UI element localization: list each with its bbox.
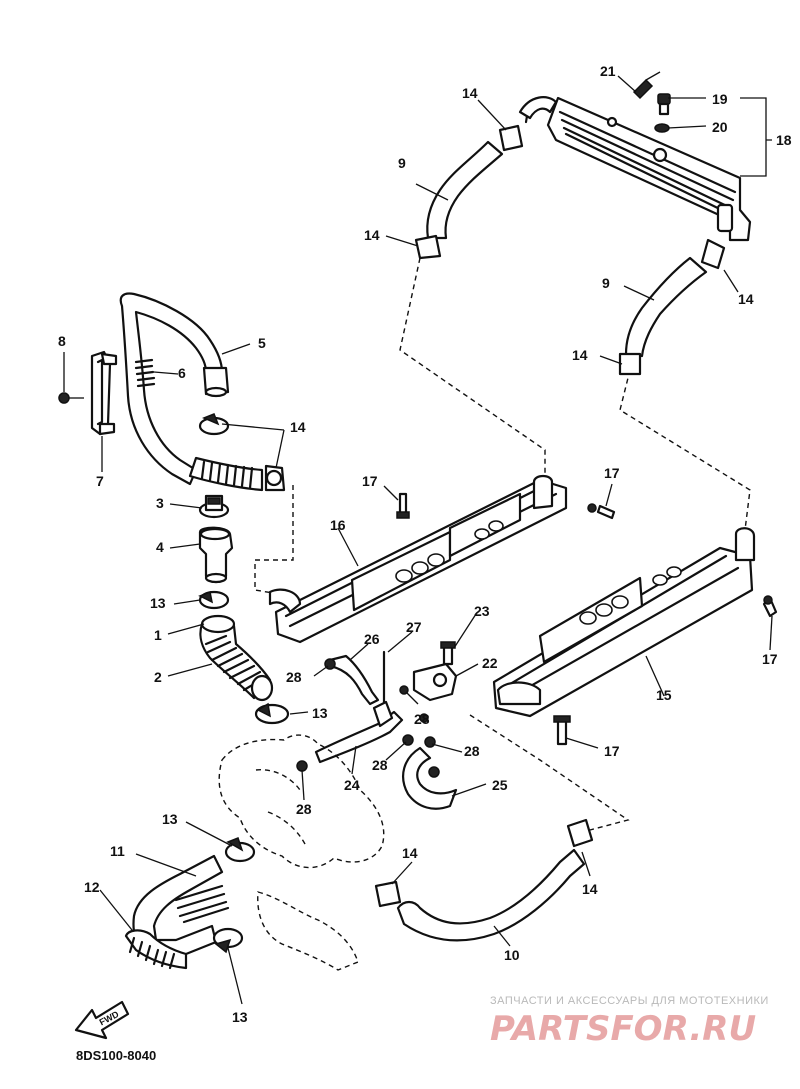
- callout-11: 11: [110, 843, 125, 859]
- hose-clamps-front[interactable]: [212, 837, 256, 954]
- callout-12: 12: [84, 879, 100, 895]
- callout-21: 21: [600, 63, 616, 79]
- callout-14-g: 14: [582, 881, 598, 897]
- watermark: ЗАПЧАСТИ И АКСЕССУАРЫ ДЛЯ МОТОТЕХНИКИ PA…: [490, 995, 769, 1049]
- callout-1: 1: [154, 627, 162, 643]
- coolant-hose-lower[interactable]: [199, 614, 274, 702]
- callout-23: 23: [474, 603, 490, 619]
- hose-clamp-lower[interactable]: [254, 702, 290, 725]
- callout-3: 3: [156, 495, 164, 511]
- callout-25: 25: [492, 777, 508, 793]
- callout-5: 5: [258, 335, 266, 351]
- shield-bolts-left[interactable]: [396, 492, 616, 520]
- forward-arrow-icon: FWD: [74, 1000, 130, 1040]
- callout-26: 26: [364, 631, 380, 647]
- callout-16: 16: [330, 517, 346, 533]
- callout-17-a: 17: [362, 473, 378, 489]
- callout-13-d: 13: [232, 1009, 248, 1025]
- coolant-hose-front[interactable]: [124, 854, 230, 970]
- watermark-tagline: ЗАПЧАСТИ И АКСЕССУАРЫ ДЛЯ МОТОТЕХНИКИ: [490, 995, 769, 1007]
- callout-7: 7: [96, 473, 104, 489]
- radiator-fittings[interactable]: [632, 71, 671, 133]
- callout-13-a: 13: [150, 595, 166, 611]
- coolant-pipe[interactable]: [119, 292, 286, 492]
- thermostat-housing[interactable]: [198, 526, 234, 584]
- callout-20: 20: [712, 119, 728, 135]
- exhaust-heat-shield-left[interactable]: [268, 474, 568, 644]
- callout-28-c: 28: [372, 757, 388, 773]
- radiator-hose-upper-right[interactable]: [618, 238, 726, 376]
- callout-2: 2: [154, 669, 162, 685]
- callout-17-d: 17: [604, 743, 620, 759]
- hose-bracket[interactable]: [58, 350, 118, 436]
- callout-14-e: 14: [290, 419, 306, 435]
- callout-4: 4: [156, 539, 164, 555]
- callout-24: 24: [344, 777, 360, 793]
- callout-8: 8: [58, 333, 66, 349]
- callout-13-c: 13: [162, 811, 178, 827]
- hose-clamp-thermostat[interactable]: [198, 590, 230, 610]
- thermostat[interactable]: [198, 494, 230, 519]
- callout-14-b: 14: [364, 227, 380, 243]
- callout-27: 27: [406, 619, 422, 635]
- callout-28-d: 28: [464, 743, 480, 759]
- return-hose[interactable]: [402, 736, 458, 810]
- exhaust-heat-shield-right[interactable]: [492, 527, 756, 718]
- callout-6: 6: [178, 365, 186, 381]
- callout-14-c: 14: [738, 291, 754, 307]
- callout-17-b: 17: [604, 465, 620, 481]
- callout-22: 22: [482, 655, 498, 671]
- callout-10: 10: [504, 947, 520, 963]
- water-pump-fitting[interactable]: [399, 641, 458, 723]
- assembly-guide-lines: [254, 257, 751, 831]
- callout-labels: 21 19 20 18 14 9 14 9 14 14 5 6 8 7 14 3…: [58, 63, 792, 1025]
- engine-outline: [218, 734, 385, 971]
- callout-19: 19: [712, 91, 728, 107]
- breather-pipe[interactable]: [324, 650, 386, 708]
- callout-9-b: 9: [602, 275, 610, 291]
- radiator-hose-upper-left[interactable]: [414, 124, 524, 260]
- callout-28-e: 28: [296, 801, 312, 817]
- diagram-reference-code: 8DS100-8040: [76, 1048, 156, 1063]
- callout-13-b: 13: [312, 705, 328, 721]
- watermark-brand: PARTSFOR.RU: [490, 1009, 756, 1049]
- callout-15: 15: [656, 687, 672, 703]
- callout-28-a: 28: [286, 669, 302, 685]
- shield-bolts-right[interactable]: [553, 595, 778, 746]
- callout-14-f: 14: [402, 845, 418, 861]
- callout-28-b: 28: [414, 711, 430, 727]
- callout-14-a: 14: [462, 85, 478, 101]
- callout-18: 18: [776, 132, 792, 148]
- callout-leaders: [63, 75, 773, 1005]
- hose-clamp-pipe[interactable]: [198, 413, 230, 436]
- radiator-assembly[interactable]: [518, 96, 752, 242]
- callout-17-c: 17: [762, 651, 778, 667]
- callout-14-d: 14: [572, 347, 588, 363]
- callout-9-a: 9: [398, 155, 406, 171]
- radiator-hose-lower[interactable]: [374, 818, 594, 942]
